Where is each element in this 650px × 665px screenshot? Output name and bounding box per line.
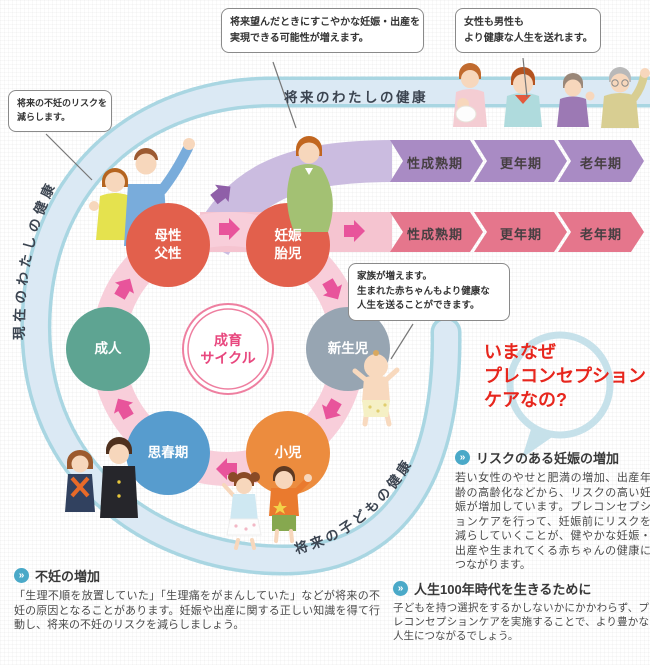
bubble-line: 生まれた赤ちゃんもより健康な — [357, 285, 490, 297]
illustration-family-group — [453, 63, 650, 128]
label-growth-cycle: 成育サイクル — [200, 332, 256, 367]
illustration-students — [65, 437, 138, 518]
section-header: » リスクのある妊娠の増加 — [455, 448, 650, 467]
health-band — [20, 76, 650, 576]
pink-stage-3: 老年期 — [579, 227, 622, 242]
label-maternity-paternity: 母性父性 — [154, 228, 182, 261]
bubble-line: 減らします。 — [17, 111, 71, 122]
bubble-connectors — [45, 57, 528, 360]
purple-chevron-2 — [474, 140, 567, 182]
section-title: リスクのある妊娠の増加 — [476, 451, 620, 466]
callout-speech-circle — [506, 331, 614, 458]
bubble-line: より健康な人生を送れます。 — [464, 32, 593, 44]
double-chevron-icon: » — [393, 581, 408, 596]
cycle-circles — [66, 203, 390, 495]
section-life100: » 人生100年時代を生きるために 子どもを持つ選択をするかしないかにかかわらず… — [393, 579, 649, 644]
purple-stage-1: 性成熟期 — [406, 156, 463, 171]
bubble-line: 将来望んだときにすこやかな妊娠・出産を — [230, 17, 421, 28]
section-body: 若い女性のやせと肥満の増加、出産年齢の高齢化などから、リスクの高い妊娠が増加して… — [455, 472, 650, 572]
double-chevron-icon: » — [455, 450, 470, 465]
purple-timeline — [191, 140, 644, 256]
pink-chevron-3 — [558, 212, 644, 252]
why-preconception-callout: いまなぜ プレコンセプション ケアなの? — [484, 342, 646, 410]
section-risky-pregnancy: » リスクのある妊娠の増加 若い女性のやせと肥満の増加、出産年齢の高齢化などから… — [455, 448, 650, 573]
pink-stage-2: 更年期 — [499, 227, 542, 242]
purple-stage-3: 老年期 — [579, 156, 622, 171]
bubble-line: 将来の不妊のリスクを — [17, 98, 108, 108]
purple-chevron-1 — [390, 140, 483, 182]
section-body: 「生理不順を放置していた」「生理痛をがまんしていた」などが将来の不妊の原因となる… — [14, 590, 380, 632]
pink-stage-1: 性成熟期 — [406, 227, 463, 242]
bubble-line: 実現できる可能性が増えます。 — [230, 32, 369, 44]
illustration-pregnant-woman — [287, 136, 333, 232]
bubble-healthy-life: 女性も男性も より健康な人生を送れます。 — [455, 8, 601, 53]
circle-adolescence — [126, 411, 210, 495]
illustration-children — [222, 466, 312, 550]
section-body: 子どもを持つ選択をするかしないかにかかわらず、プレコンセプションケアを実施するこ… — [393, 602, 649, 642]
label-adolescence: 思春期 — [147, 445, 189, 460]
section-infertility: » 不妊の増加 「生理不順を放置していた」「生理痛をがまんしていた」などが将来の… — [14, 566, 380, 633]
label-adult: 成人 — [94, 341, 122, 356]
label-child: 小児 — [274, 445, 302, 460]
double-chevron-icon: » — [14, 568, 29, 583]
illustration-baby — [352, 350, 400, 427]
bubble-line: 人生を送ることができます。 — [357, 300, 480, 312]
bubble-line: 家族が増えます。 — [357, 271, 433, 282]
circle-adult — [66, 307, 150, 391]
purple-chevron-3 — [558, 140, 644, 182]
bubble-family-grows: 家族が増えます。 生まれた赤ちゃんもより健康な 人生を送ることができます。 — [348, 263, 510, 322]
circle-child — [246, 411, 330, 495]
bubble-line: 女性も男性も — [464, 17, 524, 28]
section-title: 人生100年時代を生きるために — [414, 582, 592, 597]
future-self-band-label: 将来のわたしの健康 — [284, 90, 428, 105]
section-header: » 人生100年時代を生きるために — [393, 579, 649, 598]
cycle-center-circle — [182, 303, 274, 395]
section-header: » 不妊の増加 — [14, 566, 380, 585]
label-newborn: 新生児 — [327, 341, 369, 356]
label-pregnancy-fetus: 妊娠胎児 — [274, 228, 302, 261]
pink-chevron-2 — [474, 212, 567, 252]
bubble-future-pregnancy: 将来望んだときにすこやかな妊娠・出産を 実現できる可能性が増えます。 — [221, 8, 424, 53]
circle-maternity-paternity — [126, 203, 210, 287]
section-title: 不妊の増加 — [35, 569, 101, 584]
pink-chevron-1 — [390, 212, 483, 252]
purple-stage-2: 更年期 — [499, 156, 542, 171]
bubble-infertility-risk: 将来の不妊のリスクを 減らします。 — [8, 90, 112, 132]
